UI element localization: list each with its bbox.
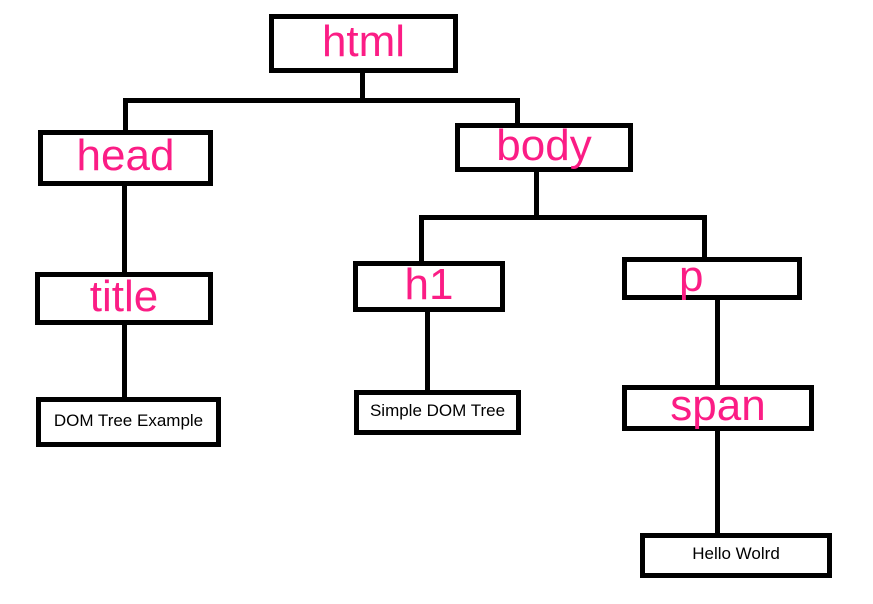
- node-head[interactable]: head: [38, 130, 213, 186]
- edge-html-to-head: [123, 98, 128, 133]
- edge-html-crossbar: [123, 98, 520, 103]
- node-h1[interactable]: h1: [353, 261, 505, 312]
- node-p[interactable]: p: [622, 251, 802, 301]
- edge-body-to-h1: [419, 215, 424, 264]
- edge-html-to-body: [515, 98, 520, 126]
- node-h1-text-label: Simple DOM Tree: [369, 401, 506, 420]
- node-p-label: p: [679, 251, 704, 301]
- node-h1-text[interactable]: Simple DOM Tree: [354, 390, 521, 435]
- node-head-label: head: [76, 131, 175, 180]
- node-title-label: title: [89, 271, 159, 321]
- node-span-label: span: [670, 381, 766, 430]
- edge-h1-to-text: [425, 309, 430, 393]
- edge-title-to-text: [122, 322, 127, 400]
- edge-body-to-p: [702, 215, 707, 260]
- edge-body-stem: [534, 170, 539, 220]
- edge-body-crossbar: [419, 215, 707, 220]
- node-span-text[interactable]: Hello Wolrd: [640, 533, 832, 578]
- edge-span-to-text: [715, 428, 720, 536]
- node-title[interactable]: title: [35, 272, 213, 325]
- edge-p-to-span: [715, 297, 720, 388]
- node-body-label: body: [496, 120, 592, 170]
- node-h1-label: h1: [404, 259, 454, 309]
- node-title-text[interactable]: DOM Tree Example: [36, 397, 221, 447]
- node-html-label: html: [321, 16, 406, 66]
- edge-head-to-title: [122, 184, 127, 276]
- node-span[interactable]: span: [622, 381, 814, 431]
- edge-html-stem: [360, 70, 365, 103]
- node-span-text-label: Hello Wolrd: [692, 544, 780, 563]
- node-html[interactable]: html: [269, 14, 458, 73]
- node-body[interactable]: body: [455, 123, 633, 172]
- node-title-text-label: DOM Tree Example: [53, 410, 204, 430]
